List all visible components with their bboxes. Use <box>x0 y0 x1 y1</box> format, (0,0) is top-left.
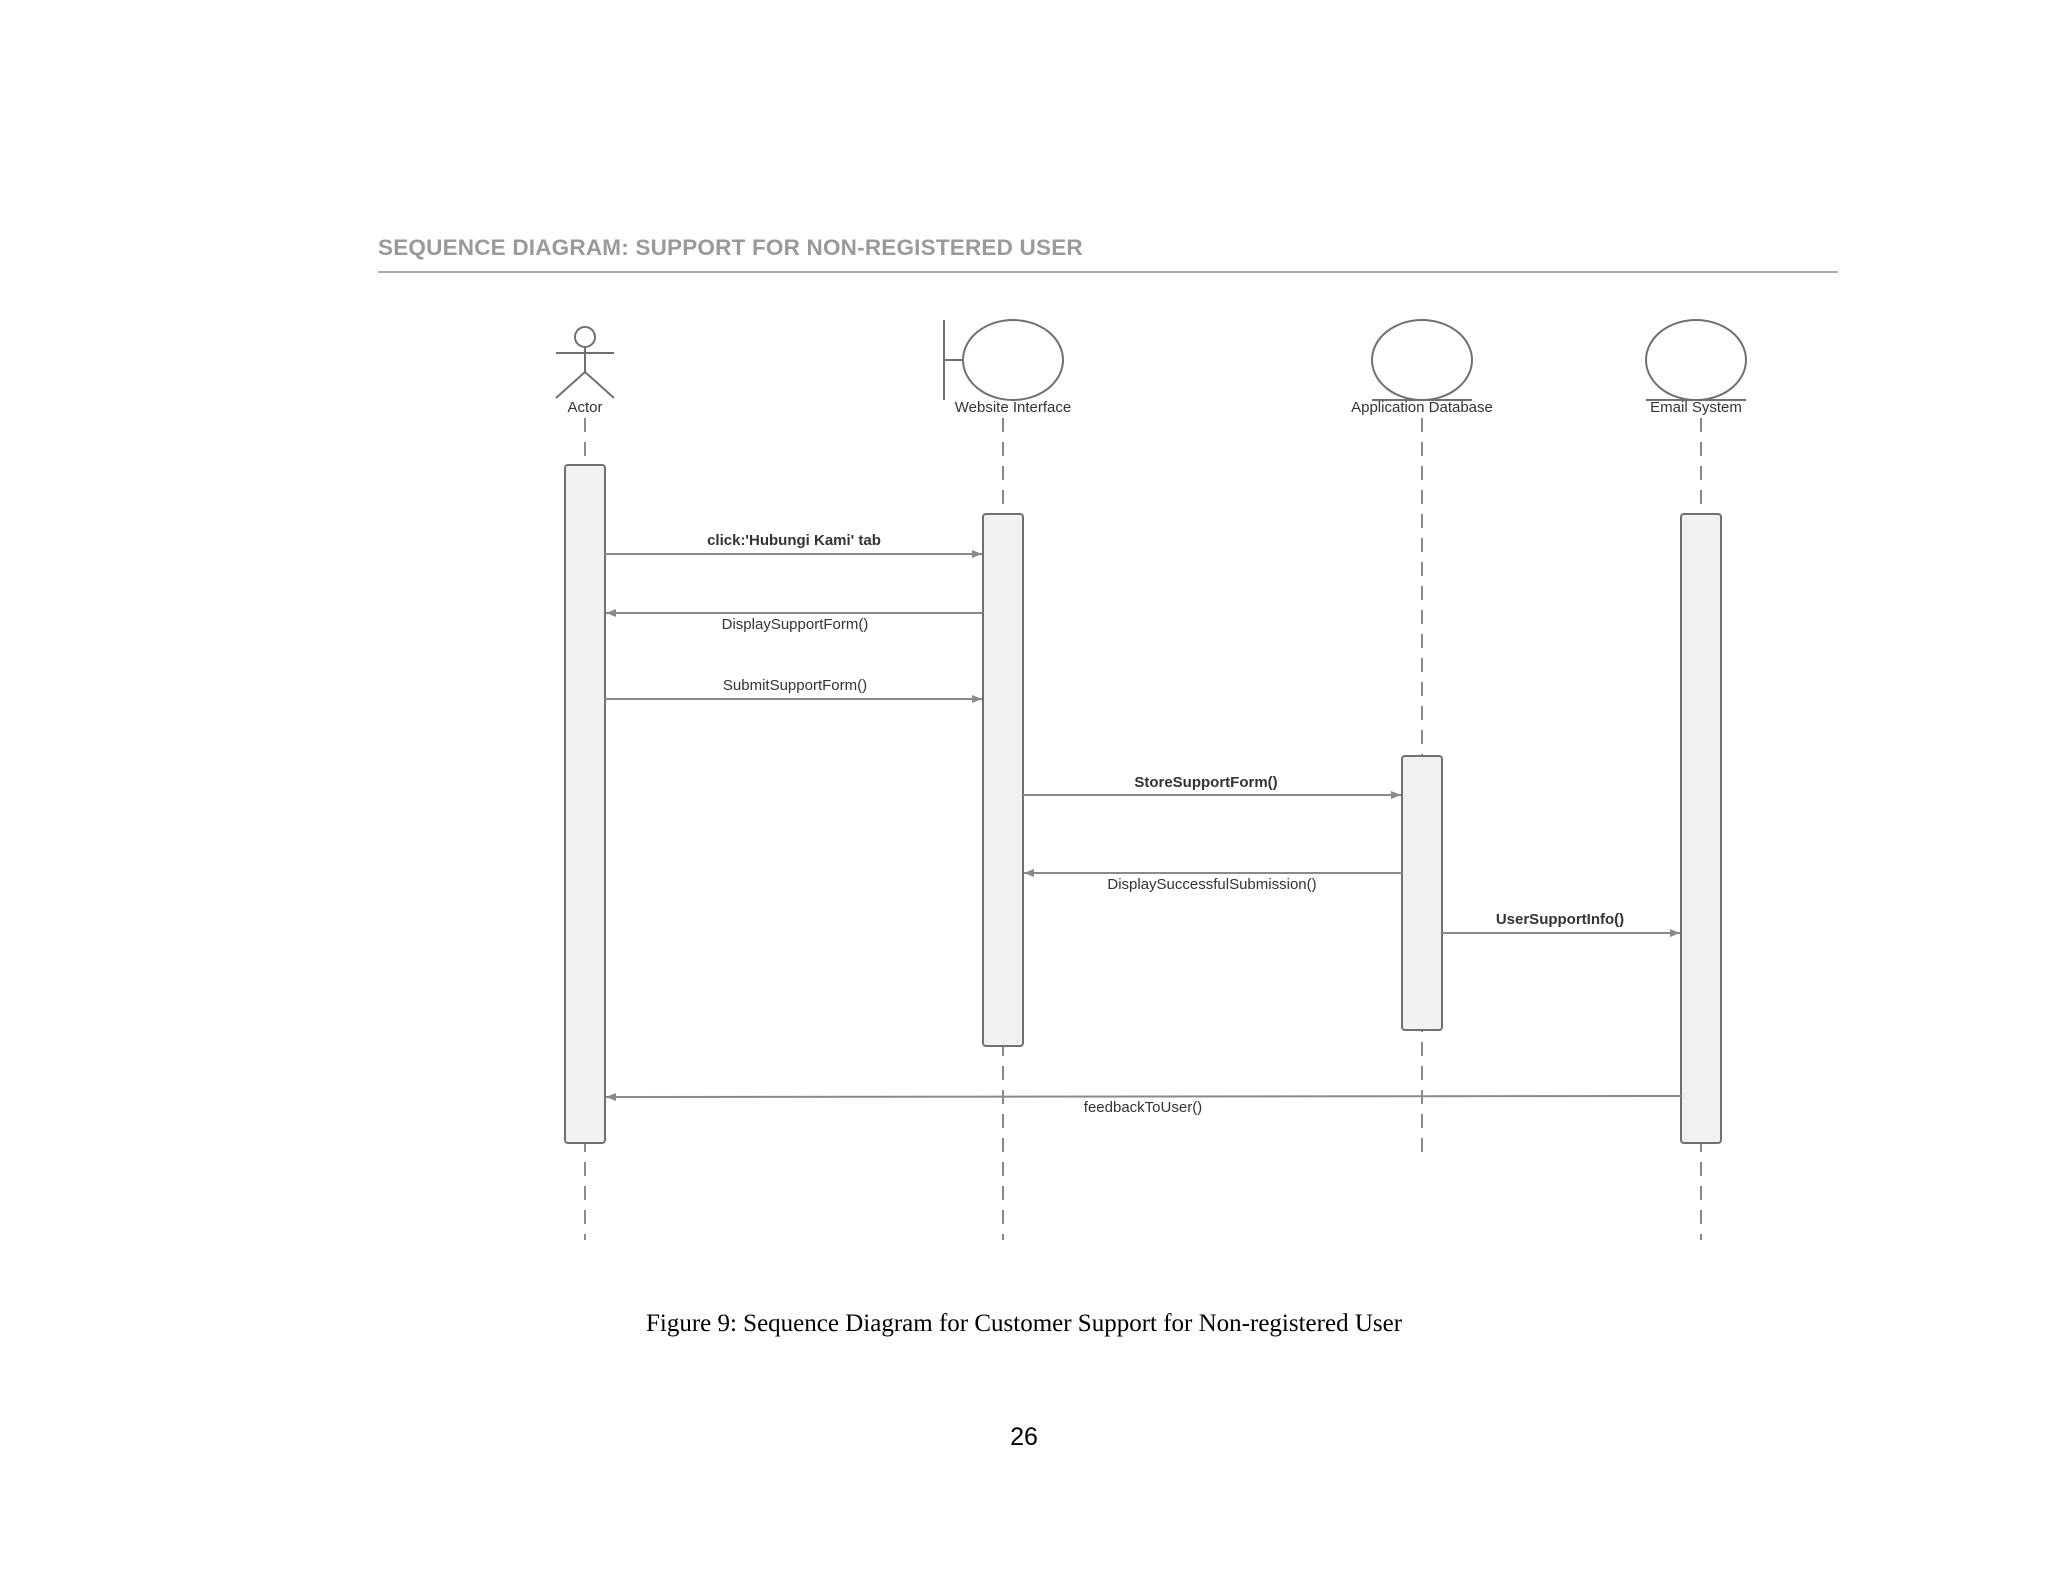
lifeline-label-application-database: Application Database <box>1351 399 1493 416</box>
activation-bar-application-database <box>1401 755 1443 1031</box>
lifeline-label-website-interface: Website Interface <box>955 399 1071 416</box>
title-divider <box>378 271 1838 273</box>
lifeline-label-email-system: Email System <box>1650 399 1742 416</box>
lifeline-label-actor: Actor <box>567 399 602 416</box>
message-label: feedbackToUser() <box>1084 1099 1202 1116</box>
diagram-title: SEQUENCE DIAGRAM: SUPPORT FOR NON-REGIST… <box>378 235 1083 260</box>
page-number: 26 <box>1010 1423 1038 1451</box>
figure-caption: Figure 9: Sequence Diagram for Customer … <box>645 1310 1403 1337</box>
message-label: click:'Hubungi Kami' tab <box>707 532 881 549</box>
entity-icon <box>1645 319 1747 401</box>
activation-bar-actor <box>564 464 606 1144</box>
message-label: StoreSupportForm() <box>1134 774 1277 791</box>
actor-icon <box>555 326 615 399</box>
message-label: DisplaySuccessfulSubmission() <box>1107 876 1316 893</box>
boundary-icon <box>943 319 1064 401</box>
activation-bar-email-system <box>1680 513 1722 1144</box>
message-arrow <box>605 1092 1682 1101</box>
activation-bar-website-interface <box>982 513 1024 1047</box>
message-label: SubmitSupportForm() <box>723 677 867 694</box>
entity-icon <box>1371 319 1473 401</box>
message-label: UserSupportInfo() <box>1496 911 1624 928</box>
message-label: DisplaySupportForm() <box>722 616 869 633</box>
